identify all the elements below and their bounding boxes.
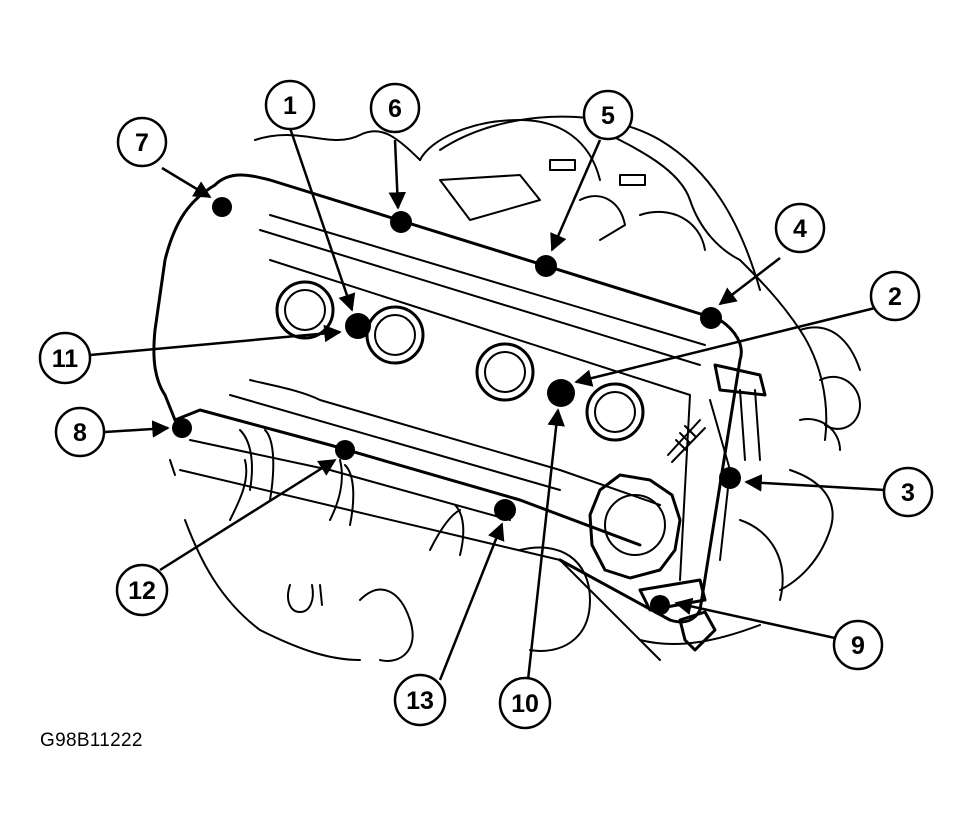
callout-9: 9: [832, 619, 884, 671]
callout-4: 4: [774, 202, 826, 254]
bolt-2: [547, 379, 575, 407]
callout-label: 1: [283, 92, 297, 120]
callout-3: 3: [882, 466, 934, 518]
callout-11: 11: [38, 331, 92, 385]
callout-2: 2: [869, 270, 921, 322]
bolt-6: [390, 211, 412, 233]
engine-background-art: [169, 115, 861, 662]
callout-12: 12: [115, 563, 169, 617]
bolts: [172, 197, 741, 615]
bolt-7: [212, 197, 232, 217]
callout-label: 9: [851, 632, 865, 660]
callout-label: 2: [888, 283, 902, 311]
bolt-8: [172, 418, 192, 438]
callout-label: 7: [135, 129, 149, 157]
callout-1: 1: [264, 79, 316, 131]
callout-7: 7: [116, 116, 168, 168]
callout-label: 12: [128, 577, 156, 605]
bolt-1: [345, 313, 371, 339]
bolt-13: [494, 499, 516, 521]
callout-13: 13: [393, 673, 447, 727]
figure-code: G98B11222: [40, 730, 143, 751]
callout-label: 10: [511, 690, 539, 718]
bolt-3: [719, 467, 741, 489]
callout-10: 10: [498, 676, 552, 730]
bolt-12: [335, 440, 355, 460]
callouts: 1 2 3 4 5 6 7 8: [38, 79, 934, 730]
leader-lines: [89, 127, 886, 681]
callout-5: 5: [582, 89, 634, 141]
bolt-4: [700, 307, 722, 329]
valve-cover: [152, 173, 767, 652]
callout-6: 6: [369, 82, 421, 134]
callout-label: 11: [52, 345, 79, 373]
callout-8: 8: [54, 406, 106, 458]
bolt-5: [535, 255, 557, 277]
callout-label: 8: [73, 419, 87, 447]
bolt-9: [650, 595, 670, 615]
callout-label: 13: [406, 687, 434, 715]
callout-label: 4: [793, 215, 807, 243]
callout-label: 6: [388, 95, 402, 123]
callout-label: 3: [901, 479, 915, 507]
callout-label: 5: [601, 102, 615, 130]
